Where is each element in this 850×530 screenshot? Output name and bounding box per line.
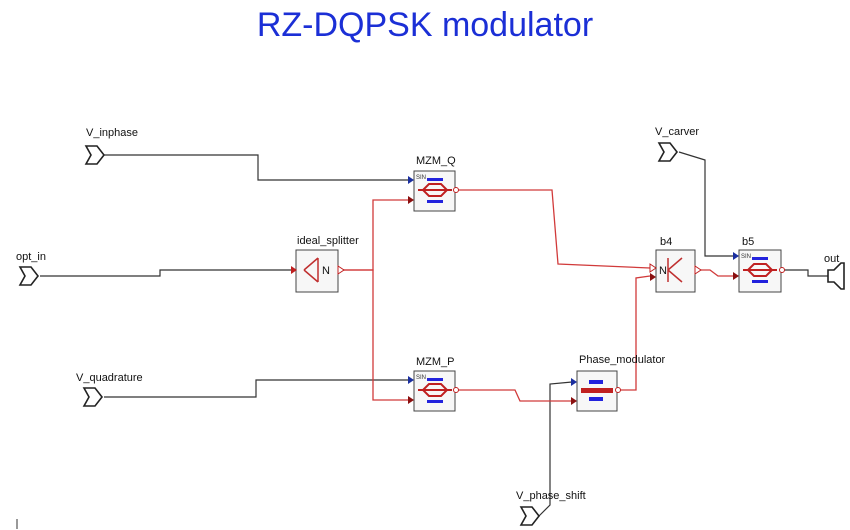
modulator-icon [418,378,452,403]
optical-wires [340,189,738,402]
splitter-icon [303,257,319,283]
block-body [295,249,339,293]
port-label: V_phase_shift [516,490,586,502]
port-label: out [824,253,839,265]
modulator-icon [743,257,777,283]
diagram-title: RZ-DQPSK modulator [256,6,594,44]
wire-splitter-mzmp [340,269,410,401]
output-arrow-icon [337,265,345,275]
electrical-input-arrow-icon [571,378,577,386]
pin-n: N [659,265,667,277]
wire-mzmp-phasemod [455,389,572,402]
optical-input-arrow-icon [571,397,577,405]
block-b5[interactable]: b5 SIN [733,236,785,293]
electrical-input-arrow-icon [408,376,414,384]
wire-vcarver-b5 [678,151,738,257]
port-label: V_carver [655,126,699,138]
output-pin-icon [453,387,459,393]
port-v-quadrature[interactable]: V_quadrature [76,372,143,407]
block-label: MZM_Q [416,155,456,167]
block-ideal-splitter[interactable]: ideal_splitter N [291,235,359,293]
port-out[interactable]: out [824,253,845,290]
wire-phasemod-b4 [617,275,651,391]
input-arrow-icon [291,266,297,274]
block-label: b5 [742,236,754,248]
block-label: MZM_P [416,356,455,368]
optical-input-arrow-icon [733,272,739,280]
port-label: opt_in [16,251,46,263]
wire-vphase-phasemod [538,381,573,517]
pin-n: N [322,265,330,277]
output-pin-icon [615,387,621,393]
block-body [655,249,696,293]
input-port-icon [519,506,541,526]
port-v-inphase[interactable]: V_inphase [84,127,138,165]
input-port-icon [657,142,679,162]
wire-b5-out [782,269,828,277]
output-pin-icon [453,187,459,193]
output-pin-icon [779,267,785,273]
electrical-input-arrow-icon [408,176,414,184]
port-label: V_quadrature [76,372,143,384]
input-port-icon [84,145,106,165]
optical-input-arrow-icon [408,396,414,404]
input-port-icon [82,387,104,407]
block-mzm-q[interactable]: MZM_Q SIN [408,155,459,212]
port-label: V_inphase [86,127,138,139]
pin-sin: SIN [416,175,426,181]
phase-modulator-icon [581,380,613,401]
input-arrow-icon [650,273,656,281]
block-mzm-p[interactable]: MZM_P SIN [408,356,459,412]
pin-sin: SIN [416,375,426,381]
combiner-icon [667,257,683,283]
optical-input-arrow-icon [408,196,414,204]
port-opt-in[interactable]: opt_in [16,251,46,286]
wire-optin-splitter [40,269,296,277]
wire-vinphase-mzmq [104,154,410,181]
block-label: b4 [660,236,672,248]
input-port-icon [18,266,40,286]
block-label: Phase_modulator [579,354,666,366]
block-phase-modulator[interactable]: Phase_modulator [571,354,666,412]
modulator-icon [418,178,452,203]
electrical-wires [40,151,828,517]
input-arrow-icon [649,263,657,273]
wire-mzmq-b4 [455,189,651,269]
output-arrow-icon [694,265,702,275]
electrical-input-arrow-icon [733,252,739,260]
wire-vquad-mzmp [104,379,410,398]
output-port-icon [827,262,845,290]
port-v-phase-shift[interactable]: V_phase_shift [516,490,586,526]
port-v-carver[interactable]: V_carver [655,126,699,162]
block-b4[interactable]: b4 N [649,236,702,293]
block-label: ideal_splitter [297,235,359,247]
pin-sin: SIN [741,254,751,260]
wire-b4-b5 [695,269,738,277]
